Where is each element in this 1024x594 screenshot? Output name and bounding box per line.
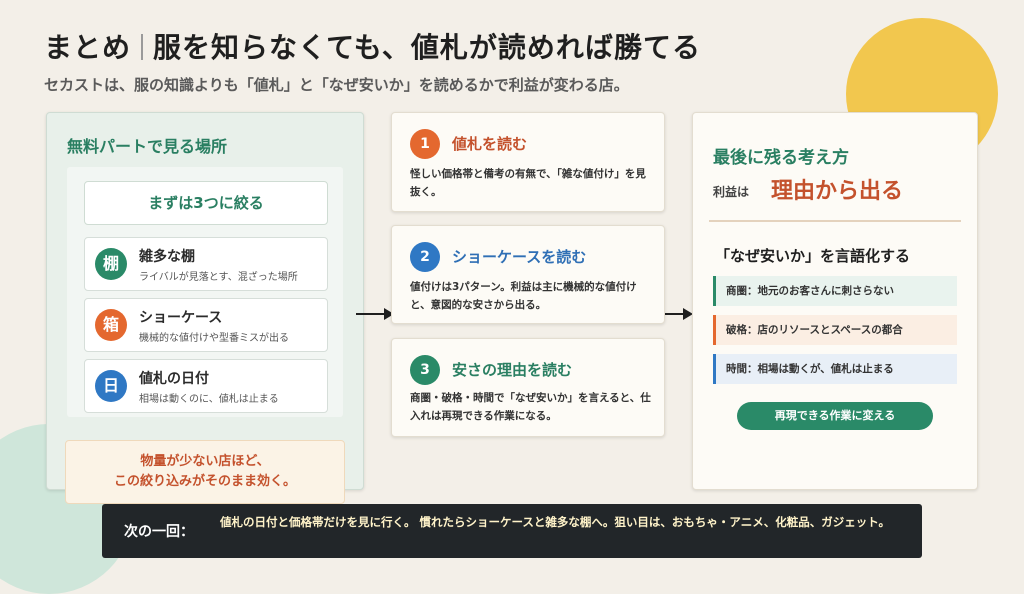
place-item-date: 日 値札の日付 相場は動くのに、値札は止まる <box>84 359 328 413</box>
place-desc: 機械的な値付けや型番ミスが出る <box>139 333 289 344</box>
conclusion-panel: 最後に残る考え方 利益は 理由から出る 「なぜ安いか」を言語化する 商圏：地元の… <box>692 112 978 490</box>
step-number: 1 <box>410 129 440 159</box>
profit-label: 利益は <box>713 185 750 199</box>
arrow-right-icon <box>356 308 394 320</box>
next-time-banner: 次の一回： 値札の日付と価格帯だけを見に行く。 慣れたらショーケースと雑多な棚へ… <box>102 504 922 558</box>
note-line-2: この絞り込みがそのまま効く。 <box>113 474 296 489</box>
step-title: 安さの理由を読む <box>452 361 573 379</box>
conclusion-title: 最後に残る考え方 <box>713 148 849 168</box>
profit-highlight: 理由から出る <box>771 179 904 204</box>
step-number: 3 <box>410 355 440 385</box>
step-body: 怪しい価格帯と備考の有無で、「雑な値付け」を見抜く。 <box>410 168 646 198</box>
step-card-1: 1 値札を読む 怪しい価格帯と備考の有無で、「雑な値付け」を見抜く。 <box>391 112 665 212</box>
narrow-down-title: まずは3つに絞る <box>84 181 328 225</box>
place-item-showcase: 箱 ショーケース 機械的な値付けや型番ミスが出る <box>84 298 328 352</box>
arrow-right-icon <box>663 308 693 320</box>
page-subtitle: セカストは、服の知識よりも「値札」と「なぜ安いか」を読めるかで利益が変わる店。 <box>44 76 629 94</box>
place-item-shelf: 棚 雑多な棚 ライバルが見落とす、混ざった場所 <box>84 237 328 291</box>
verbalize-heading: 「なぜ安いか」を言語化する <box>715 247 911 265</box>
step-body: 商圏・破格・時間で「なぜ安いか」を言えると、仕入れは再現できる作業になる。 <box>410 392 651 422</box>
divider <box>709 220 961 222</box>
title-main: まとめ <box>44 31 132 64</box>
reason-bargain: 破格：店のリソースとスペースの都合 <box>713 315 957 345</box>
step-number: 2 <box>410 242 440 272</box>
reason-time: 時間：相場は動くが、値札は止まる <box>713 354 957 384</box>
place-desc: 相場は動くのに、値札は止まる <box>139 394 279 405</box>
places-note: 物量が少ない店ほど、 この絞り込みがそのまま効く。 <box>65 440 345 504</box>
place-name: 値札の日付 <box>139 371 209 387</box>
next-time-text: 値札の日付と価格帯だけを見に行く。 慣れたらショーケースと雑多な棚へ。狙い目は、… <box>220 515 890 529</box>
page-title: まとめ服を知らなくても、値札が読めれば勝てる <box>44 26 701 66</box>
step-card-2: 2 ショーケースを読む 値付けは3パターン。利益は主に機械的な値付けと、意図的な… <box>391 225 665 324</box>
next-time-label: 次の一回： <box>124 524 194 540</box>
step-title: ショーケースを読む <box>452 248 587 266</box>
step-card-3: 3 安さの理由を読む 商圏・破格・時間で「なぜ安いか」を言えると、仕入れは再現で… <box>391 338 665 437</box>
places-inner: まずは3つに絞る 棚 雑多な棚 ライバルが見落とす、混ざった場所 箱 ショーケー… <box>67 167 343 417</box>
place-name: ショーケース <box>139 310 223 326</box>
note-line-1: 物量が少ない店ほど、 <box>140 454 270 469</box>
places-heading: 無料パートで見る場所 <box>67 137 228 156</box>
title-divider <box>141 34 144 60</box>
title-rest: 服を知らなくても、値札が読めれば勝てる <box>153 31 701 64</box>
reproducible-work-button[interactable]: 再現できる作業に変える <box>737 402 933 430</box>
places-panel: 無料パートで見る場所 まずは3つに絞る 棚 雑多な棚 ライバルが見落とす、混ざっ… <box>46 112 364 504</box>
reason-trade-area: 商圏：地元のお客さんに刺さらない <box>713 276 957 306</box>
shelf-badge-icon: 棚 <box>95 248 127 280</box>
box-badge-icon: 箱 <box>95 309 127 341</box>
place-name: 雑多な棚 <box>139 249 195 265</box>
place-desc: ライバルが見落とす、混ざった場所 <box>139 272 298 283</box>
step-body: 値付けは3パターン。利益は主に機械的な値付けと、意図的な安さから出る。 <box>410 281 637 311</box>
step-title: 値札を読む <box>452 135 528 153</box>
day-badge-icon: 日 <box>95 370 127 402</box>
